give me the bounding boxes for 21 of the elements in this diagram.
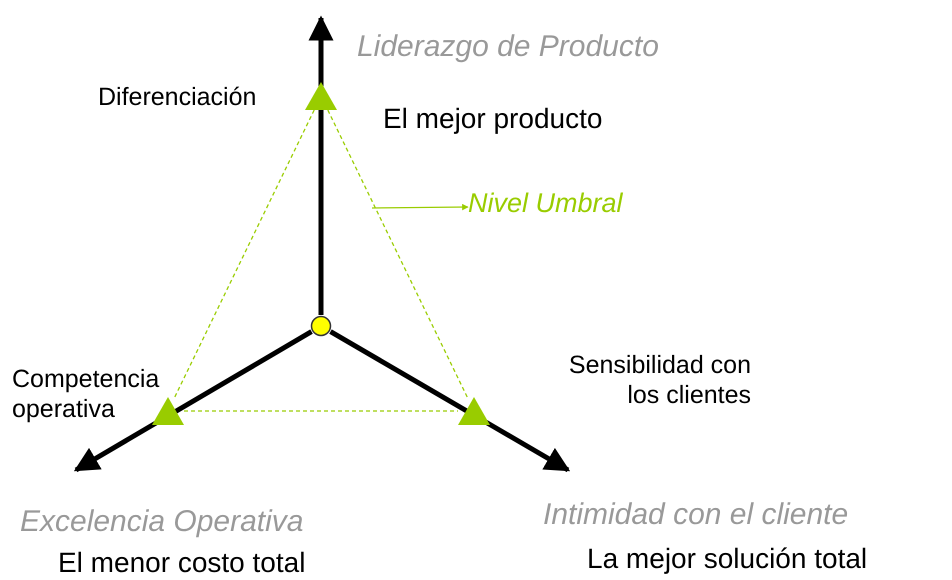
point-label: Sensibilidad con los clientes — [568, 350, 751, 410]
dashed-line — [174, 110, 315, 398]
triangle-marker — [458, 397, 490, 425]
dashed-line — [327, 110, 468, 398]
axis-title: Liderazgo de Producto — [357, 30, 659, 64]
callout-label: Nivel Umbral — [468, 188, 623, 219]
arrow — [372, 204, 469, 210]
axis-arrow — [74, 329, 313, 472]
axis-title: Excelencia Operativa — [20, 505, 304, 539]
triangle-marker — [305, 82, 337, 110]
axis-subtitle: La mejor solución total — [587, 543, 868, 575]
axis-subtitle: El mejor producto — [383, 103, 602, 135]
center-circle — [310, 315, 332, 337]
point-label: Diferenciación — [98, 82, 258, 112]
axis-subtitle: El menor costo total — [58, 547, 306, 579]
triangle-marker — [152, 397, 184, 425]
axis-arrow — [329, 329, 570, 472]
dashed-line — [184, 410, 458, 412]
axis-title: Intimidad con el cliente — [543, 498, 848, 532]
point-label: Competencia operativa — [12, 364, 160, 424]
axis-arrow — [308, 16, 334, 315]
